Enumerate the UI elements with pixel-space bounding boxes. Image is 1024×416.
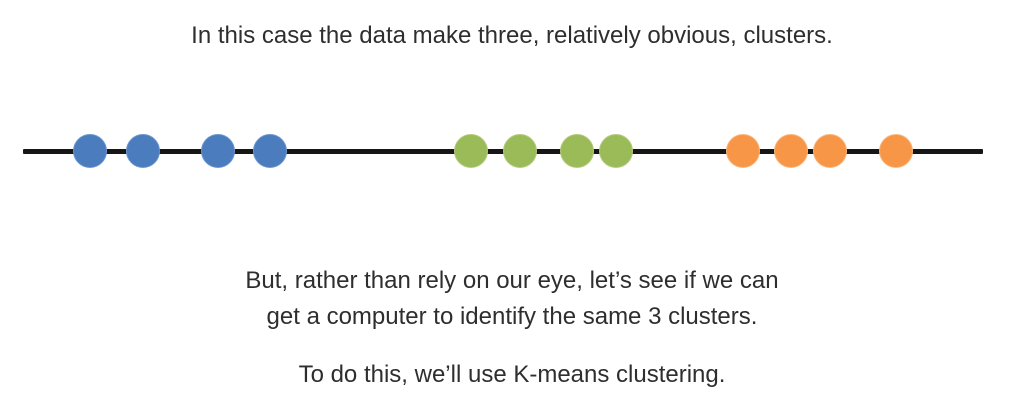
caption-top: In this case the data make three, relati…: [191, 22, 833, 49]
data-point-middle-cluster: [503, 134, 537, 168]
data-point-left-cluster: [253, 134, 287, 168]
caption-middle-line2: get a computer to identify the same 3 cl…: [266, 303, 758, 330]
data-point-middle-cluster: [560, 134, 594, 168]
data-point-left-cluster: [201, 134, 235, 168]
data-point-left-cluster: [126, 134, 160, 168]
data-point-right-cluster: [879, 134, 913, 168]
data-point-right-cluster: [726, 134, 760, 168]
caption-middle: But, rather than rely on our eye, let’s …: [0, 263, 1024, 335]
data-point-middle-cluster: [454, 134, 488, 168]
caption-bottom: To do this, we’ll use K-means clustering…: [298, 361, 726, 388]
caption-middle-line1: But, rather than rely on our eye, let’s …: [245, 267, 779, 294]
data-point-right-cluster: [774, 134, 808, 168]
data-point-right-cluster: [813, 134, 847, 168]
data-point-left-cluster: [73, 134, 107, 168]
data-point-middle-cluster: [599, 134, 633, 168]
